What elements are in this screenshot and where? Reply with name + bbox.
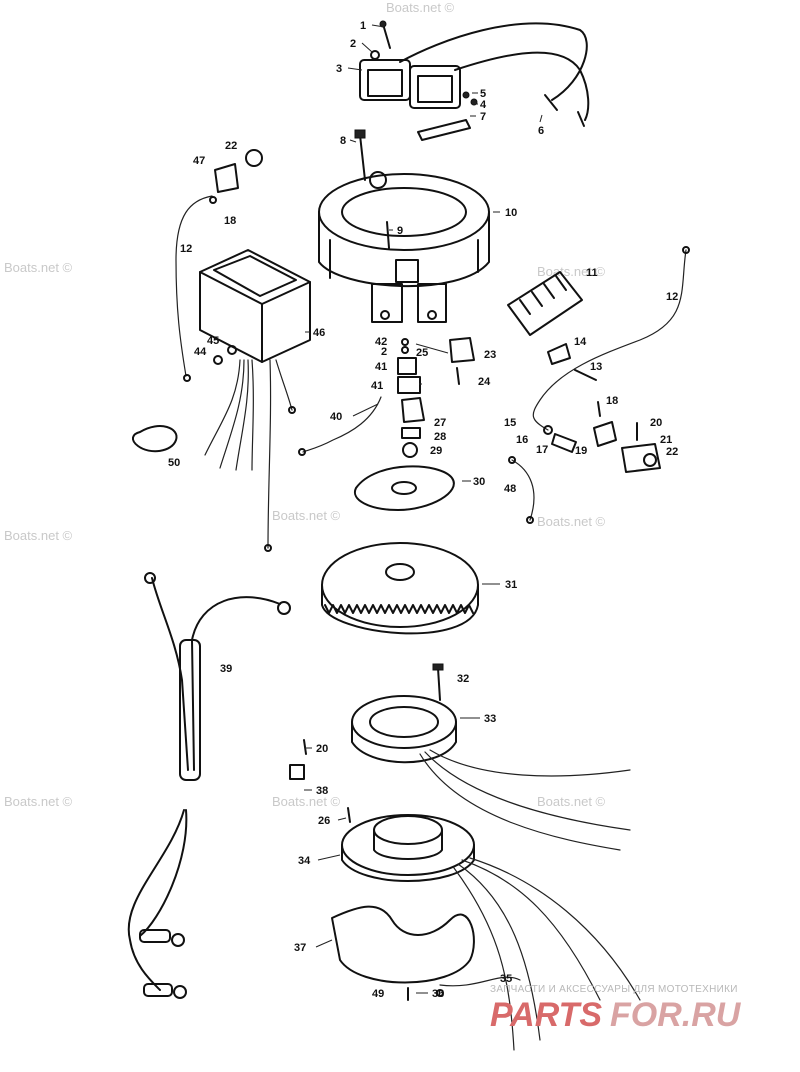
watermark-text: Boats.net © (4, 260, 73, 275)
watermarks: Boats.net © Boats.net © Boats.net © Boat… (4, 0, 606, 809)
callout-number: 47 (193, 155, 205, 167)
brand-tagline: ЗАПЧАСТИ И АКСЕССУАРЫ ДЛЯ МОТОТЕХНИКИ (490, 984, 738, 995)
left-upper-parts-drawing (175, 149, 263, 382)
watermark-text: Boats.net © (537, 514, 606, 529)
watermark-text: Boats.net © (4, 794, 73, 809)
callout-number: 29 (430, 445, 442, 457)
callout-number: 20 (316, 743, 328, 755)
callout-number: 41 (375, 361, 387, 373)
ignition-coils-drawing (359, 20, 590, 141)
watermark-text: Boats.net © (537, 794, 606, 809)
callout-number: 38 (316, 785, 328, 797)
callout-number: 28 (434, 431, 446, 443)
callout-number: 15 (504, 417, 516, 429)
callout-number: 48 (504, 483, 516, 495)
callout-number: 30 (473, 476, 485, 488)
callout-number: 45 (207, 335, 219, 347)
callout-number: 13 (590, 361, 602, 373)
callout-number: 23 (484, 349, 496, 361)
callout-number: 32 (457, 673, 469, 685)
brand-logo: ЗАПЧАСТИ И АКСЕССУАРЫ ДЛЯ МОТОТЕХНИКИ PA… (490, 984, 742, 1034)
callout-number: 49 (372, 988, 384, 1000)
switch-box-drawing (199, 249, 311, 552)
callout-number: 10 (505, 207, 517, 219)
callout-number: 20 (650, 417, 662, 429)
right-parts-drawing (507, 246, 690, 524)
brand-name-part-a: PARTS (490, 996, 602, 1034)
callout-number: 3 (336, 63, 342, 75)
callout-number: 17 (536, 444, 548, 456)
callout-number: 21 (660, 434, 672, 446)
callout-number: 22 (666, 446, 678, 458)
watermark-text: Boats.net © (4, 528, 73, 543)
callout-number: 6 (538, 125, 544, 137)
callout-number: 22 (225, 140, 237, 152)
callout-number: 12 (666, 291, 678, 303)
center-small-parts-drawing (298, 337, 475, 458)
callout-number: 35 (500, 973, 512, 985)
callout-number: 34 (298, 855, 311, 867)
callout-number: 36 (432, 988, 444, 1000)
clamp-drawing (132, 425, 178, 453)
callout-number: 25 (416, 347, 428, 359)
ignition-housing-drawing (318, 129, 490, 323)
battery-cable-drawing (127, 572, 291, 999)
leader-lines (304, 24, 543, 994)
callout-number: 2 (381, 346, 387, 358)
callout-number: 27 (434, 417, 446, 429)
callout-number: 37 (294, 942, 306, 954)
callout-number: 9 (397, 225, 403, 237)
callout-number: 50 (168, 457, 180, 469)
callout-number: 19 (575, 445, 587, 457)
callout-number: 18 (224, 215, 236, 227)
callout-number: 4 (480, 99, 487, 111)
callout-number: 40 (330, 411, 342, 423)
callout-number: 31 (505, 579, 517, 591)
flywheel-drawing (321, 465, 479, 635)
callout-number: 14 (574, 336, 587, 348)
callout-number: 8 (340, 135, 346, 147)
callout-number: 41 (371, 380, 383, 392)
callout-number: 16 (516, 434, 528, 446)
callout-number: 1 (360, 20, 366, 32)
callout-number: 26 (318, 815, 330, 827)
watermark-text: Boats.net © (272, 508, 341, 523)
stator-drawing (289, 663, 641, 1051)
callout-number: 5 (480, 88, 486, 100)
callout-number: 2 (350, 38, 356, 50)
callout-number: 46 (313, 327, 325, 339)
callout-number: 24 (478, 376, 491, 388)
callout-number: 12 (180, 243, 192, 255)
callout-labels: 1 2 3 5 4 7 6 8 22 47 18 10 9 12 11 12 4… (168, 20, 678, 1000)
brand-name-part-b: FOR.RU (610, 996, 742, 1034)
callout-number: 39 (220, 663, 232, 675)
callout-number: 7 (480, 111, 486, 123)
watermark-text: Boats.net © (272, 794, 341, 809)
watermark-text: Boats.net © (386, 0, 455, 15)
callout-number: 42 (375, 336, 387, 348)
callout-number: 18 (606, 395, 618, 407)
callout-number: 33 (484, 713, 496, 725)
callout-number: 44 (194, 346, 207, 358)
callout-number: 11 (586, 267, 598, 279)
